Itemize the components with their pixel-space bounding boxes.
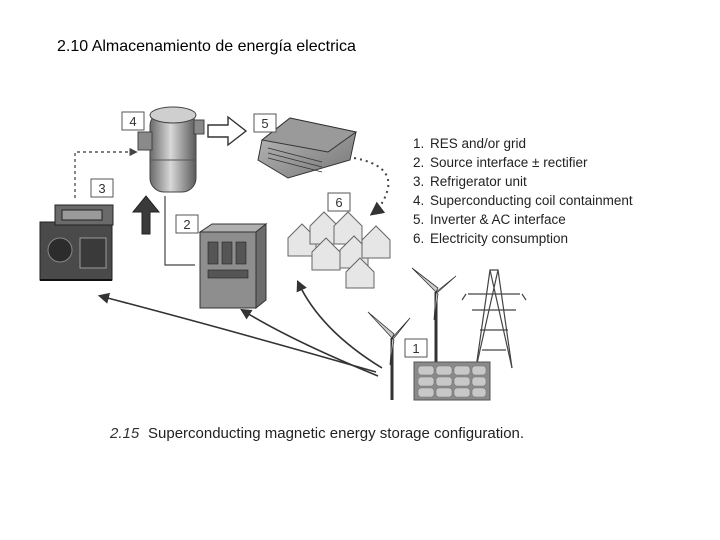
legend-num-6: 6. bbox=[413, 231, 424, 246]
legend-item-5: Inverter & AC interface bbox=[430, 212, 566, 227]
marker-1: 1 bbox=[404, 338, 428, 358]
coil-to-inverter-arrow bbox=[207, 115, 248, 147]
legend-item-3: Refrigerator unit bbox=[430, 174, 527, 189]
legend-num-4: 4. bbox=[413, 193, 424, 208]
legend-num-3: 3. bbox=[413, 174, 424, 189]
figure-number: 2.15 bbox=[109, 425, 140, 442]
legend-num-2: 2. bbox=[413, 155, 424, 170]
refrigerator-unit bbox=[39, 204, 114, 281]
wind-turbines bbox=[367, 267, 457, 400]
supply-arrows bbox=[97, 279, 383, 377]
legend-item-6: Electricity consumption bbox=[430, 231, 568, 246]
svg-text:6: 6 bbox=[335, 195, 342, 210]
svg-text:1: 1 bbox=[412, 341, 419, 356]
svg-text:2: 2 bbox=[183, 217, 190, 232]
source-to-coil-arrow bbox=[131, 195, 161, 235]
marker-5: 5 bbox=[253, 113, 277, 133]
legend: 1. RES and/or grid 2. Source interface ±… bbox=[413, 136, 633, 246]
figure-caption: Superconducting magnetic energy storage … bbox=[148, 425, 524, 442]
buildings-consumption bbox=[287, 211, 391, 289]
inverter-to-consumption-arrow bbox=[353, 157, 390, 216]
legend-item-2: Source interface ± rectifier bbox=[430, 155, 588, 170]
solar-panel bbox=[413, 361, 491, 401]
transmission-tower bbox=[461, 269, 527, 369]
rectifier-cabinet bbox=[198, 222, 268, 310]
marker-3: 3 bbox=[90, 178, 114, 198]
svg-text:3: 3 bbox=[98, 181, 105, 196]
legend-item-1: RES and/or grid bbox=[430, 136, 526, 151]
marker-4: 4 bbox=[121, 111, 145, 131]
svg-text:5: 5 bbox=[261, 116, 268, 131]
marker-2: 2 bbox=[175, 214, 199, 234]
legend-num-1: 1. bbox=[413, 136, 424, 151]
slide-title: 2.10 Almacenamiento de energía electrica bbox=[57, 38, 356, 55]
svg-text:4: 4 bbox=[129, 114, 136, 129]
rectifier-link-line bbox=[164, 196, 195, 266]
legend-item-4: Superconducting coil containment bbox=[430, 193, 633, 208]
marker-6: 6 bbox=[327, 192, 351, 212]
coil-containment bbox=[137, 106, 205, 193]
legend-num-5: 5. bbox=[413, 212, 424, 227]
coolant-flow-arrow bbox=[74, 147, 138, 198]
inverter-unit bbox=[257, 117, 358, 179]
